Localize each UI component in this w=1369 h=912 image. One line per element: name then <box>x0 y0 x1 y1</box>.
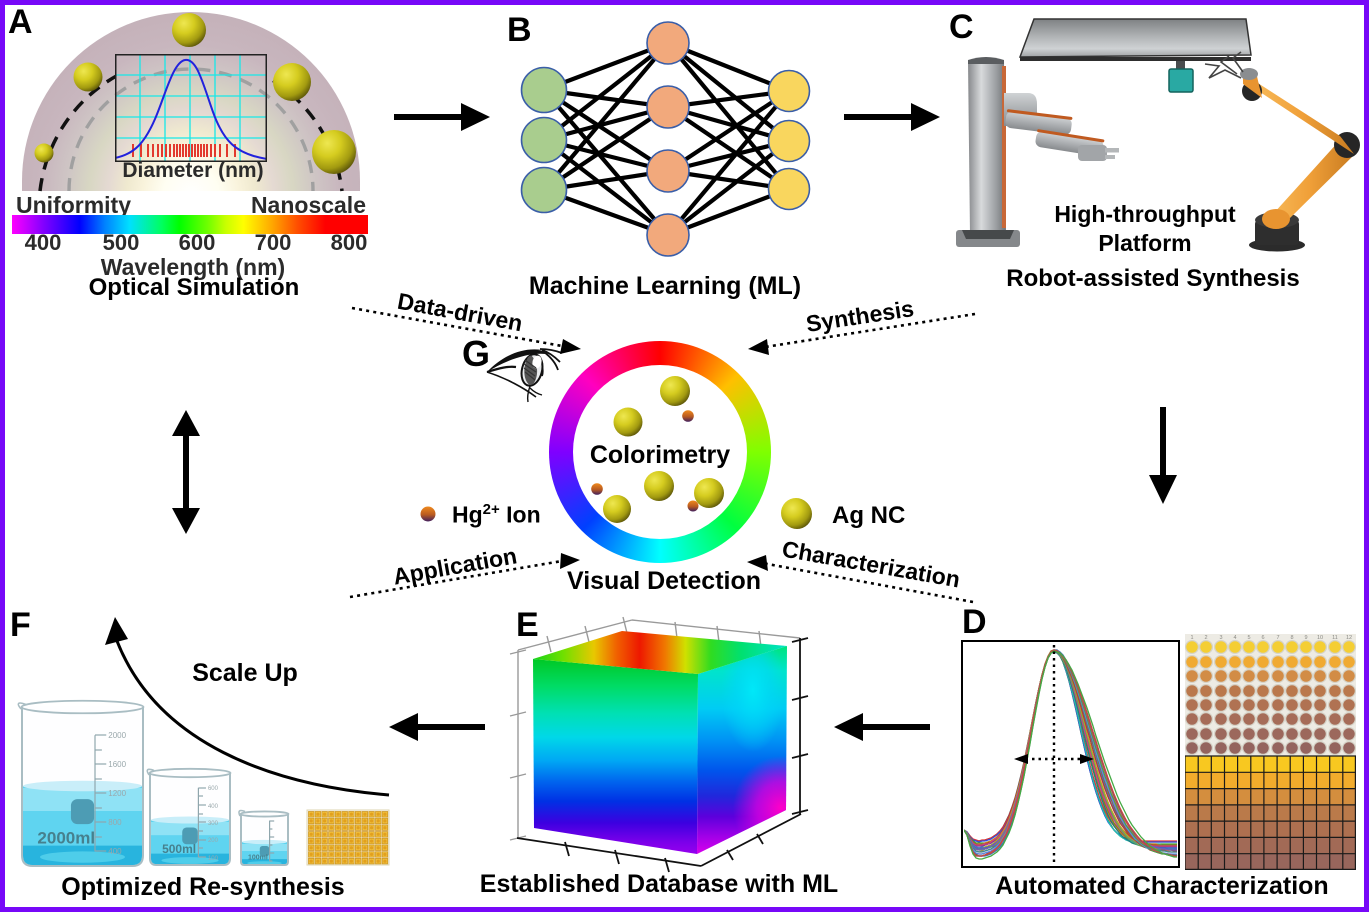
svg-text:300: 300 <box>208 821 219 827</box>
svg-text:100: 100 <box>208 856 219 862</box>
svg-text:400: 400 <box>108 847 122 856</box>
svg-text:11: 11 <box>1332 635 1338 641</box>
svg-text:8: 8 <box>1290 635 1293 641</box>
svg-text:800: 800 <box>108 818 122 827</box>
svg-text:9: 9 <box>1304 635 1307 641</box>
svg-text:12: 12 <box>1346 635 1352 641</box>
svg-text:400: 400 <box>208 804 219 810</box>
svg-text:10: 10 <box>1317 635 1323 641</box>
svg-text:200: 200 <box>208 838 219 844</box>
svg-text:7: 7 <box>1276 635 1279 641</box>
svg-text:1600: 1600 <box>108 760 126 769</box>
svg-text:2000: 2000 <box>108 731 126 740</box>
svg-text:600: 600 <box>208 786 219 792</box>
svg-text:3: 3 <box>1219 635 1222 641</box>
svg-text:1: 1 <box>1190 635 1193 641</box>
svg-text:4: 4 <box>1233 635 1236 641</box>
svg-text:5: 5 <box>1247 635 1250 641</box>
svg-text:1200: 1200 <box>108 789 126 798</box>
svg-text:2000ml: 2000ml <box>37 828 95 847</box>
svg-text:6: 6 <box>1261 635 1264 641</box>
svg-text:2: 2 <box>1204 635 1207 641</box>
svg-text:500ml: 500ml <box>162 842 196 856</box>
svg-text:100ml: 100ml <box>248 855 268 862</box>
